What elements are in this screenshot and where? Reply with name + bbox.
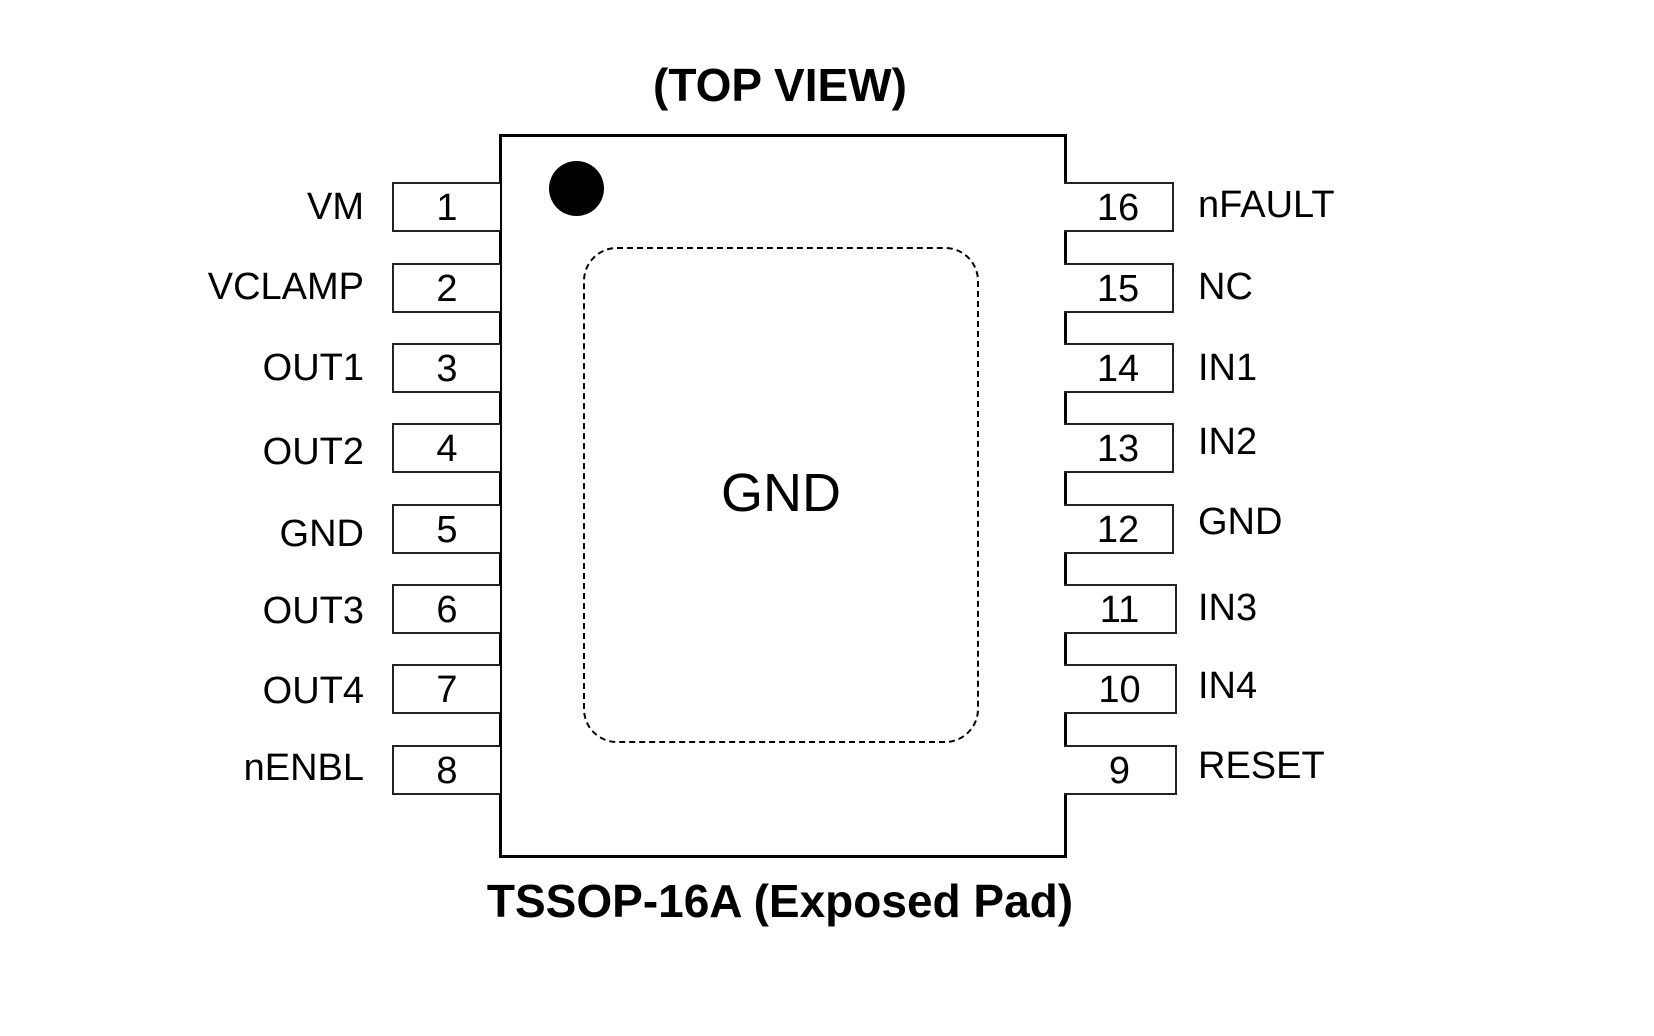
pin-13-box: 13 <box>1064 423 1174 473</box>
pin-14-name: IN1 <box>1198 347 1258 389</box>
pin-16-name: nFAULT <box>1198 184 1335 226</box>
pin-1-box: 1 <box>392 182 500 232</box>
pin-3-name: OUT1 <box>262 347 364 389</box>
pin-14-box: 14 <box>1064 343 1174 393</box>
pin-15-box: 15 <box>1064 263 1174 313</box>
pin-15-name: NC <box>1198 266 1253 308</box>
pin-5-name: GND <box>279 513 364 555</box>
pin-2-box: 2 <box>392 263 500 313</box>
pin-16-box: 16 <box>1064 182 1174 232</box>
pin-6-box: 6 <box>392 584 500 634</box>
pin-1-name: VM <box>307 186 364 228</box>
pin1-indicator-dot <box>549 161 604 216</box>
pin-10-name: IN4 <box>1198 665 1258 707</box>
pin-8-name: nENBL <box>243 747 364 789</box>
pin-13-name: IN2 <box>1198 421 1258 463</box>
pin-11-box: 11 <box>1064 584 1177 634</box>
package-name: TSSOP-16A (Exposed Pad) <box>486 875 1074 927</box>
pin-2-name: VCLAMP <box>207 266 364 308</box>
pin-4-box: 4 <box>392 423 500 473</box>
pin-7-name: OUT4 <box>262 670 364 712</box>
pin-9-name: RESET <box>1198 745 1325 787</box>
pin-4-name: OUT2 <box>262 431 364 473</box>
pin-8-box: 8 <box>392 745 500 795</box>
pin-7-box: 7 <box>392 664 500 714</box>
pin-3-box: 3 <box>392 343 500 393</box>
pin-10-box: 10 <box>1064 664 1177 714</box>
exposed-pad-label: GND <box>721 463 841 523</box>
pin-11-name: IN3 <box>1198 587 1258 629</box>
pin-9-box: 9 <box>1064 745 1177 795</box>
exposed-thermal-pad <box>583 247 979 743</box>
pin-5-box: 5 <box>392 504 500 554</box>
pin-12-box: 12 <box>1064 504 1174 554</box>
pin-12-name: GND <box>1198 501 1283 543</box>
diagram-title: (TOP VIEW) <box>653 59 907 111</box>
pin-6-name: OUT3 <box>262 590 364 632</box>
